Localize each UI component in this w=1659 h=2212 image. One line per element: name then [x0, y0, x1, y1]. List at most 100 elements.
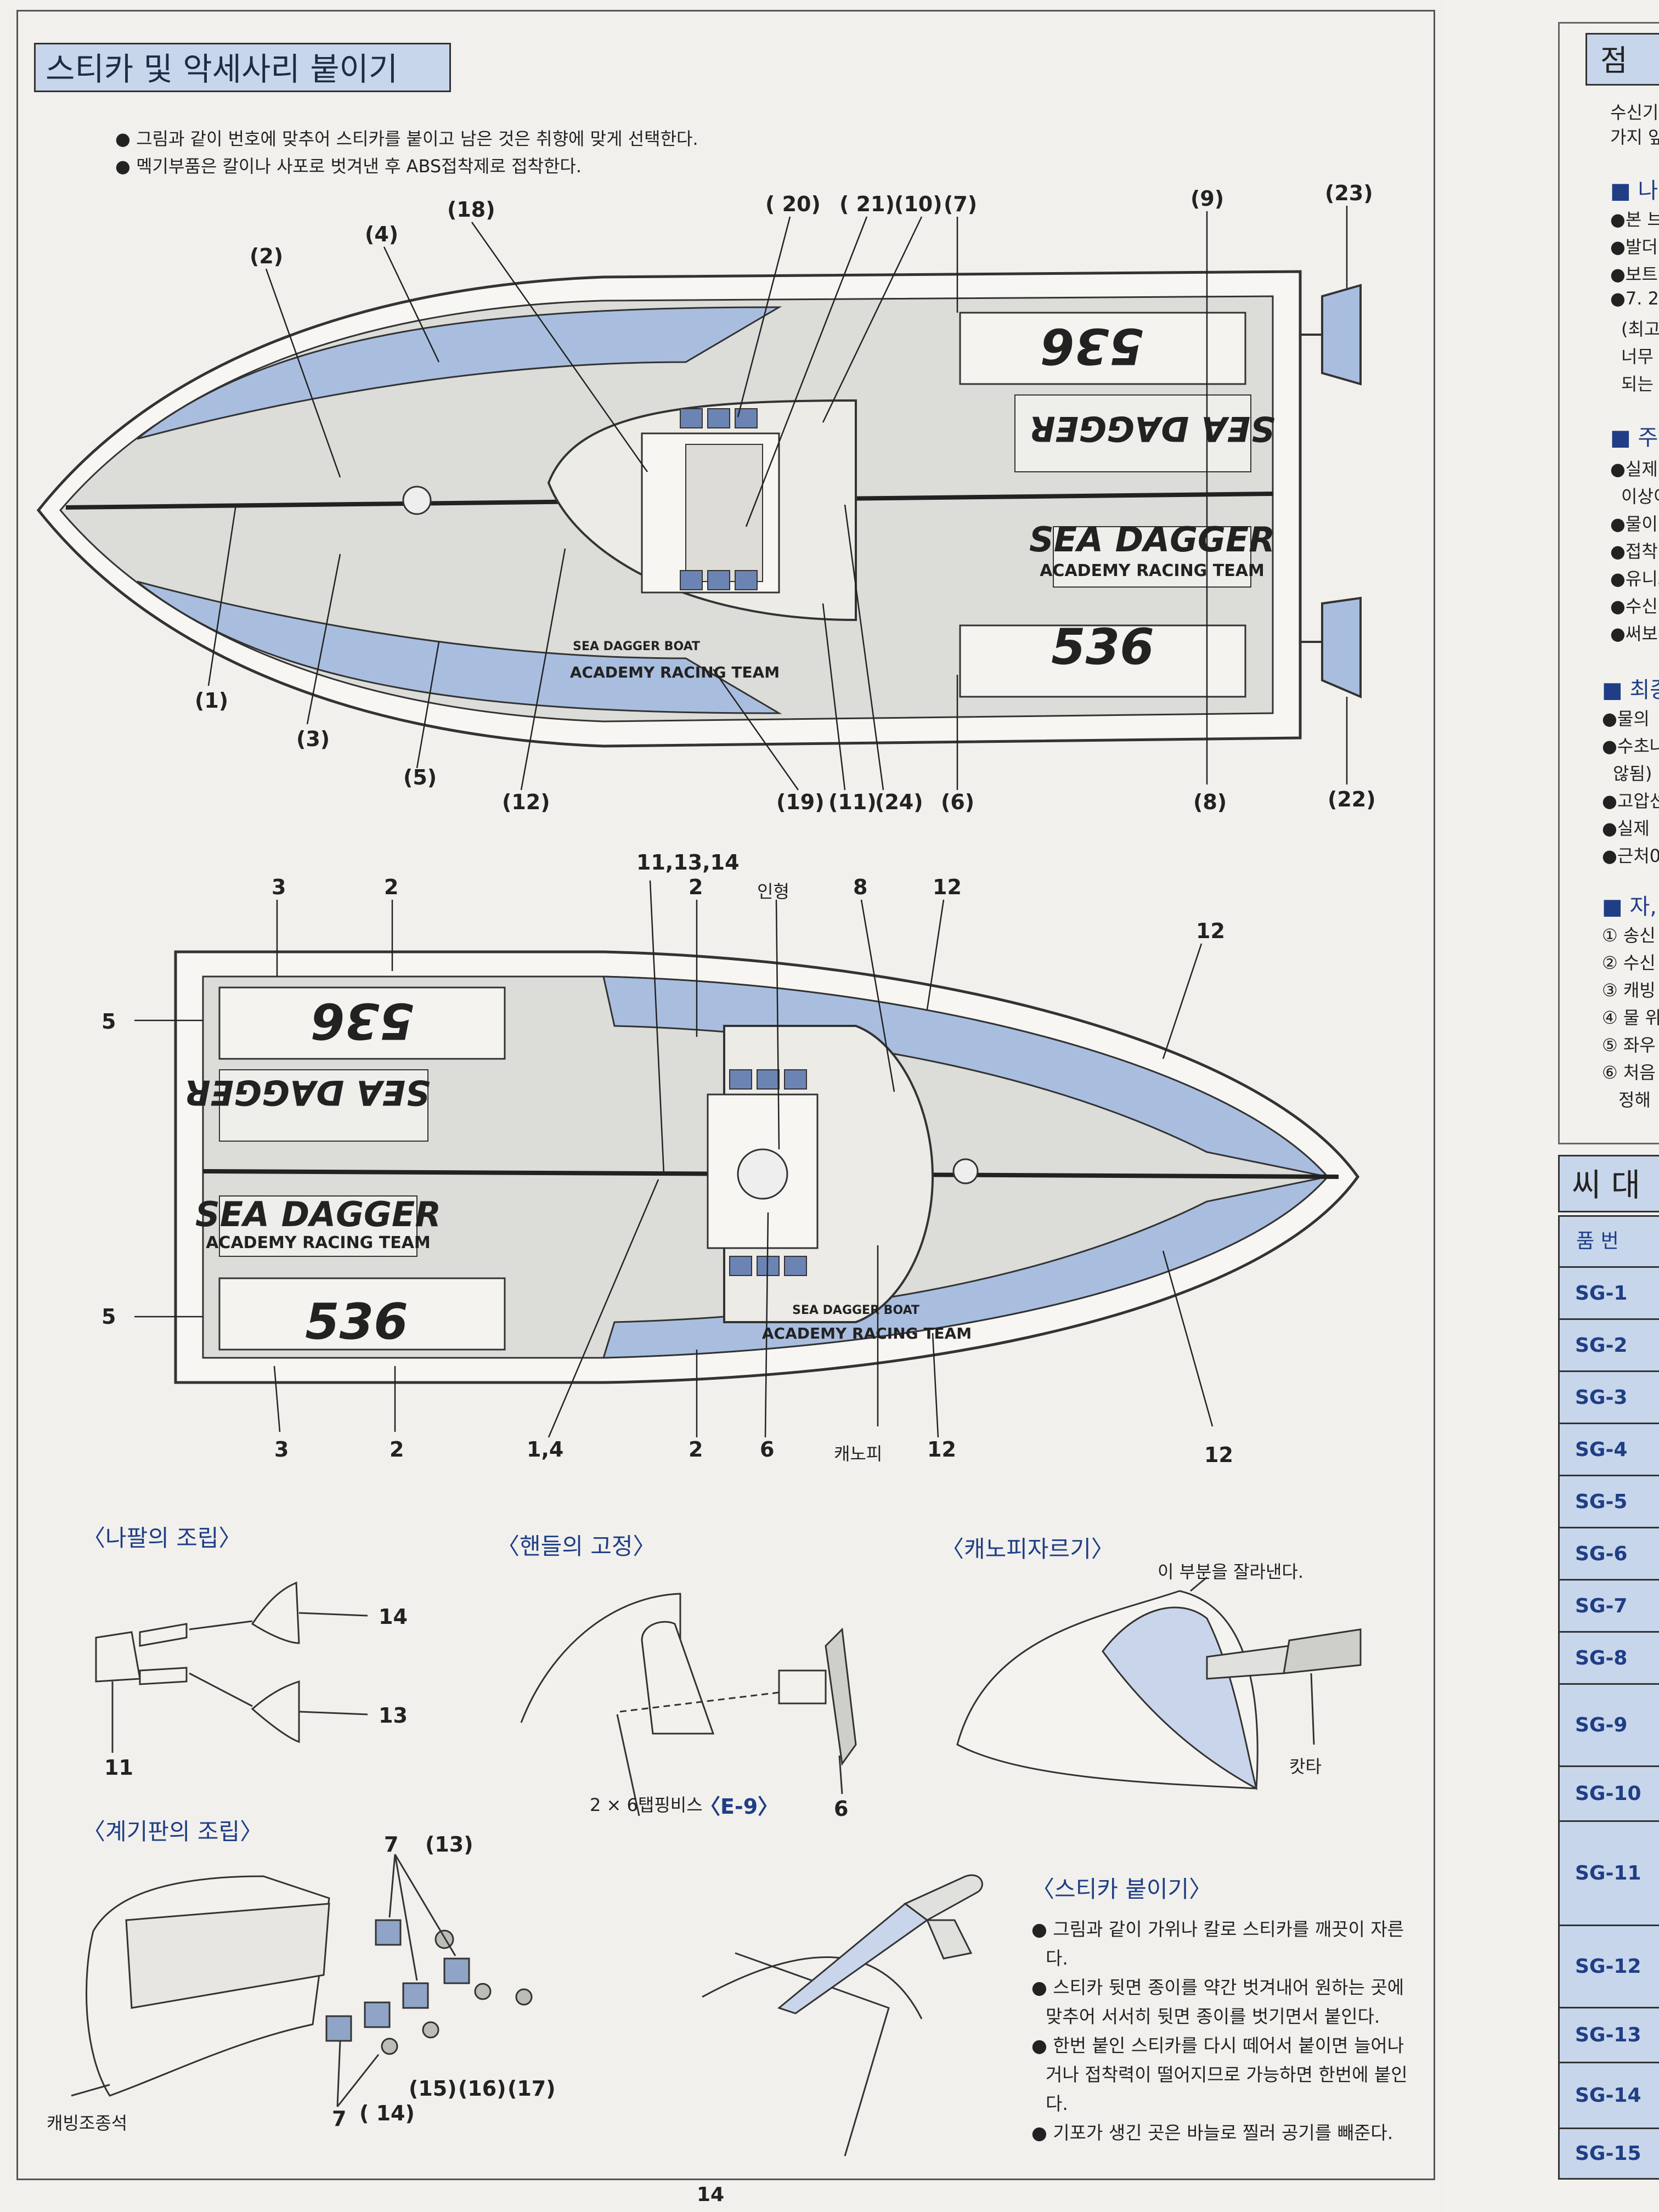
hull-number-bottom: 536	[1051, 618, 1154, 676]
right-item: ●실제	[1610, 459, 1658, 479]
side-small-brand: SEA DAGGER BOAT	[573, 640, 700, 653]
callout-9: (9)	[1190, 187, 1224, 211]
callout-b-2d: 2	[689, 1437, 703, 1462]
callout-12: (12)	[502, 790, 550, 814]
right-item: ●발더	[1610, 236, 1658, 257]
callout-18: (18)	[447, 198, 495, 222]
right-item: ●수초나	[1602, 736, 1659, 757]
dash-label-16: (16)	[458, 2076, 506, 2101]
table-row: SG-14	[1558, 2062, 1659, 2128]
hull-brand: SEA DAGGER	[1029, 520, 1275, 560]
right-heading-4: ■ 자,	[1602, 894, 1657, 919]
manual-page-left: 스티카 및 악세사리 붙이기 그림과 같이 번호에 맞추어 스티카를 붙이고 남…	[0, 0, 1443, 2212]
horn-label-13: 13	[379, 1703, 408, 1728]
right-item: ① 송신	[1602, 925, 1656, 946]
intro-note: 그림과 같이 번호에 맞추어 스티카를 붙이고 남은 것은 취향에 맞게 선택한…	[115, 125, 698, 153]
callout-figure: 인형	[757, 881, 789, 902]
callout-24: (24)	[875, 790, 923, 814]
hull-number-top-2: 536	[311, 992, 414, 1049]
table-row: SG-8	[1558, 1631, 1659, 1683]
callout-1: (1)	[195, 689, 229, 713]
boat-top-diagram: 536 536 SEA DAGGER ACADEMY RACING TEAM S…	[36, 206, 1362, 2157]
right-item: ●접착	[1610, 541, 1658, 562]
hull-brand-inverted-2: SEA DAGGER	[184, 1073, 430, 1113]
part-code-e9: 〈E-9〉	[699, 1795, 779, 1819]
table-row: SG-11	[1558, 1820, 1659, 1925]
hull-brand-inverted: SEA DAGGER	[1029, 409, 1275, 449]
right-item: ② 수신	[1602, 952, 1656, 973]
right-item: ●물이	[1610, 514, 1658, 534]
right-item: ●본 브	[1610, 209, 1659, 230]
right-item: ●유니트	[1610, 568, 1659, 589]
sticker-step: 한번 붙인 스티카를 다시 떼어서 붙이면 늘어나거나 접착력이 떨어지므로 가…	[1031, 2031, 1415, 2118]
cut-instruction: 이 부분을 잘라낸다.	[1158, 1561, 1304, 1582]
callout-b-5a: 5	[101, 1009, 116, 1034]
callout-b-12b: 12	[1196, 919, 1225, 943]
handle-label-6: 6	[834, 1797, 849, 1821]
right-item: ●물의	[1602, 708, 1650, 729]
callout-b-2c: 2	[390, 1437, 404, 1462]
dash-label-15: (15)	[409, 2076, 457, 2101]
right-heading-1: ■ 나	[1610, 178, 1658, 204]
table-row: SG-3	[1558, 1370, 1659, 1423]
right-item: ●보트	[1610, 264, 1658, 285]
right-intro-line: 가지 앞	[1610, 127, 1659, 148]
right-page-frame	[1558, 22, 1659, 1144]
dash-label-13: (13)	[425, 1832, 473, 1857]
page-title: 스티카 및 악세사리 붙이기	[34, 43, 451, 92]
callout-21: ( 21)	[839, 192, 895, 216]
callout-3: (3)	[296, 727, 330, 751]
callout-b-2b: 2	[689, 875, 703, 899]
section-horn: 〈나팔의 조립〉	[82, 1525, 242, 1551]
right-item: 않됨)	[1613, 763, 1652, 784]
hull-number-bottom-2: 536	[305, 1293, 408, 1351]
callout-b-3: 3	[272, 875, 286, 899]
table-row: SG-9	[1558, 1683, 1659, 1765]
callout-b-1-4: 1,4	[527, 1437, 564, 1462]
callout-20: ( 20)	[765, 192, 821, 216]
right-item: ●고압선	[1602, 791, 1659, 811]
callout-19: (19)	[776, 790, 825, 814]
cutter-label: 캇타	[1289, 1756, 1322, 1777]
sticker-step: 기포가 생긴 곳은 바늘로 찔러 공기를 빼준다.	[1031, 2118, 1415, 2147]
callout-2: (2)	[250, 244, 284, 268]
right-item: 이상이	[1621, 486, 1659, 507]
right-item: ④ 물 위	[1602, 1007, 1659, 1028]
right-item: ●수신기	[1610, 596, 1659, 617]
callout-5: (5)	[403, 765, 437, 789]
intro-notes: 그림과 같이 번호에 맞추어 스티카를 붙이고 남은 것은 취향에 맞게 선택한…	[115, 125, 698, 180]
right-item: ③ 캐빙	[1602, 980, 1656, 1001]
right-item: ⑤ 좌우	[1602, 1035, 1656, 1056]
table-row: SG-13	[1558, 2007, 1659, 2062]
horn-label-11: 11	[104, 1756, 133, 1780]
callout-10: (10)	[894, 192, 943, 216]
callout-23: (23)	[1325, 181, 1373, 205]
table-row: SG-15	[1558, 2128, 1659, 2180]
callout-4: (4)	[365, 222, 399, 246]
sticker-step: 스티카 뒷면 종이를 약간 벗겨내어 원하는 곳에 맞추어 서서히 뒷면 종이를…	[1031, 1973, 1415, 2031]
callout-8: (8)	[1193, 790, 1227, 814]
page-number: 14	[697, 2183, 725, 2206]
callout-b-5b: 5	[101, 1305, 116, 1329]
side-team-text: ACADEMY RACING TEAM	[570, 663, 780, 681]
right-intro-line: 수신기	[1610, 102, 1659, 123]
dash-label-14: ( 14)	[359, 2101, 415, 2125]
sticker-step: 그림과 같이 가위나 칼로 스티카를 깨끗이 자른다.	[1031, 1915, 1415, 1973]
handle-illustration	[520, 1593, 857, 1816]
table-row: SG-10	[1558, 1765, 1659, 1820]
table-row: SG-12	[1558, 1925, 1659, 2007]
right-heading-3: ■ 최종	[1602, 678, 1659, 703]
callout-b-12d: 12	[1204, 1443, 1233, 1467]
side-team-text-2: ACADEMY RACING TEAM	[762, 1324, 972, 1342]
table-row: SG-5	[1558, 1475, 1659, 1527]
sticker-steps: 그림과 같이 가위나 칼로 스티카를 깨끗이 자른다. 스티카 뒷면 종이를 약…	[1031, 1915, 1415, 2147]
right-item: 되는	[1621, 374, 1654, 394]
right-item: ●실제	[1602, 818, 1650, 839]
callout-b-8: 8	[853, 875, 868, 899]
table-row: SG-1	[1558, 1266, 1659, 1318]
callout-b-2: 2	[384, 875, 399, 899]
callout-b-12a: 12	[933, 875, 962, 899]
dash-label-7b: 7	[332, 2107, 347, 2131]
right-item: (최고	[1621, 319, 1659, 340]
table-row: SG-2	[1558, 1318, 1659, 1370]
